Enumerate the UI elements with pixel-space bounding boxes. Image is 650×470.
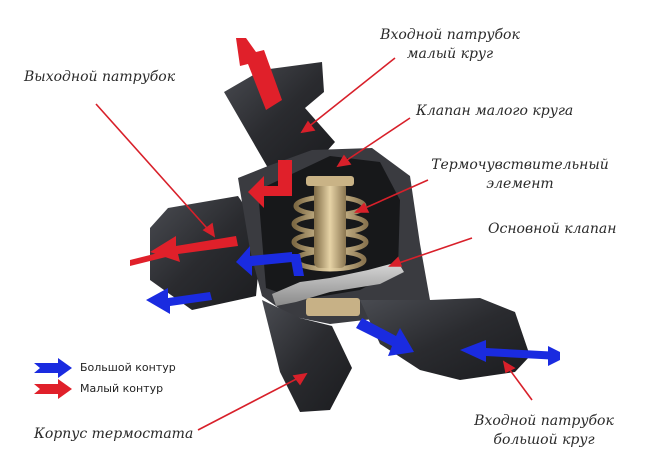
label-housing: Корпус термостата (34, 426, 194, 442)
leader-housing (197, 373, 307, 431)
blue-arrow-riser (290, 254, 304, 276)
label-thermo-element: Термочувствительный элемент (424, 156, 616, 194)
leader-lines (95, 57, 533, 431)
legend-blue-arrow (34, 358, 72, 378)
large-circuit-arrows (146, 246, 560, 366)
legend-red-arrow (34, 379, 72, 399)
blue-arrow-lower-inlet (356, 318, 414, 356)
label-small-valve: Клапан малого круга (416, 103, 574, 119)
legend-large-circuit: Большой контур (80, 361, 176, 374)
label-inlet-small: Входной патрубок малый круг (360, 26, 540, 64)
blue-arrow-outlet-bottom (146, 288, 212, 314)
red-arrow-bend-down (262, 160, 292, 196)
label-inlet-large-line1: Входной патрубок (474, 413, 614, 429)
label-outlet: Выходной патрубок (24, 69, 176, 85)
blue-arrow-right-tail (548, 346, 560, 366)
legend-small-circuit: Малый контур (80, 382, 164, 395)
leader-inlet-small (301, 57, 396, 133)
label-thermo-element-line1: Термочувствительный (431, 157, 609, 173)
red-arrow-bend-head (248, 176, 264, 208)
label-inlet-small-line1: Входной патрубок (380, 27, 520, 43)
red-arrow-outlet (150, 236, 238, 262)
label-inlet-small-line2: малый круг (406, 46, 494, 62)
label-thermo-element-line2: элемент (486, 176, 554, 192)
small-circuit-arrows (130, 38, 292, 266)
leader-outlet (95, 103, 215, 237)
leader-small-valve (337, 117, 411, 167)
leader-main-valve (389, 237, 473, 267)
label-inlet-large: Входной патрубок большой круг (452, 412, 636, 450)
red-arrow-far-left (130, 250, 170, 266)
label-main-valve: Основной клапан (488, 221, 617, 237)
blue-arrow-outlet-top (236, 246, 292, 276)
label-inlet-large-line2: большой круг (493, 432, 595, 448)
legend-arrows (34, 358, 72, 399)
red-arrow-top-inlet (236, 38, 282, 110)
blue-arrow-right-inlet (460, 340, 560, 362)
leader-thermo-element (355, 179, 429, 213)
